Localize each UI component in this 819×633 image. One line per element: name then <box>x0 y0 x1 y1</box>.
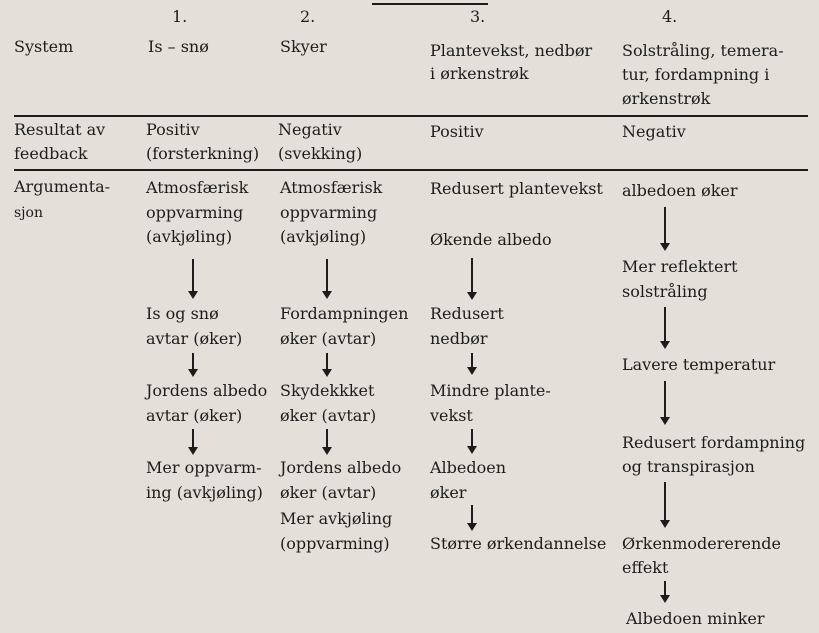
system-col4-line2: tur, fordampning i <box>622 65 770 84</box>
arg-col3-step5-line1: Albedoen <box>430 458 507 477</box>
system-col2: Skyer <box>280 37 327 56</box>
system-col3-line2: i ørkenstrøk <box>430 64 529 83</box>
arg-col2-step3-line2: øker (avtar) <box>280 406 377 425</box>
arg-col3-step4-line1: Mindre plante- <box>430 381 551 400</box>
col-number-4: 4. <box>662 7 678 26</box>
arg-col2-step1-line3: (avkjøling) <box>280 227 367 246</box>
arg-col3-step3-line2: nedbør <box>430 329 488 348</box>
col-number-2: 2. <box>300 7 316 26</box>
arrow-down-icon <box>658 381 672 425</box>
arg-col4-step1: albedoen øker <box>622 181 738 200</box>
arg-col3-step6: Større ørkendannelse <box>430 534 607 553</box>
system-col4-line1: Solstråling, temera- <box>622 41 784 60</box>
arrow-down-icon <box>658 581 672 603</box>
arg-col1-step4-line2: ing (avkjøling) <box>146 483 263 502</box>
system-col4-line3: ørkenstrøk <box>622 89 711 108</box>
arg-col1-step2-line2: avtar (øker) <box>146 329 243 348</box>
arrow-down-icon <box>186 259 200 299</box>
arg-col3-step4-line2: vekst <box>430 406 473 425</box>
arrow-down-icon <box>186 429 200 455</box>
arg-col2-step4-line4: (oppvarming) <box>280 534 390 553</box>
result-col1-line2: (forsterkning) <box>146 144 260 163</box>
arrow-down-icon <box>658 207 672 251</box>
result-col3: Positiv <box>430 122 484 141</box>
arrow-down-icon <box>465 353 479 375</box>
row-label-argument-line2: sjon <box>14 205 43 221</box>
arg-col1-step3-line1: Jordens albedo <box>146 381 268 400</box>
arg-col3-step2: Økende albedo <box>430 230 552 249</box>
system-col3-line1: Plantevekst, nedbør <box>430 41 593 60</box>
arg-col3-step5-line2: øker <box>430 483 467 502</box>
arrow-down-icon <box>465 505 479 531</box>
arg-col4-step2-line2: solstråling <box>622 282 708 301</box>
rule-after-result <box>14 169 808 171</box>
row-label-result-line1: Resultat av <box>14 120 106 139</box>
arg-col4-step4-line1: Redusert fordampning <box>622 433 806 452</box>
arg-col3-step3-line1: Redusert <box>430 304 504 323</box>
arg-col1-step3-line2: avtar (øker) <box>146 406 243 425</box>
arg-col4-step6: Albedoen minker <box>626 609 765 628</box>
arg-col2-step2-line2: øker (avtar) <box>280 329 377 348</box>
arrow-down-icon <box>320 353 334 377</box>
arg-col4-step2-line1: Mer reflektert <box>622 257 738 276</box>
top-rule <box>372 3 488 5</box>
row-label-result-line2: feedback <box>14 144 88 163</box>
col-number-3: 3. <box>470 7 486 26</box>
arg-col2-step1-line1: Atmosfærisk <box>280 178 383 197</box>
arg-col4-step5-line1: Ørkenmodererende <box>622 534 781 553</box>
arg-col1-step1-line2: oppvarming <box>146 203 244 222</box>
arg-col1-step1-line3: (avkjøling) <box>146 227 233 246</box>
col-number-1: 1. <box>172 7 188 26</box>
arg-col1-step2-line1: Is og snø <box>146 304 219 323</box>
arg-col4-step5-line2: effekt <box>622 558 669 577</box>
arrow-down-icon <box>465 258 479 300</box>
arg-col2-step4-line3: Mer avkjøling <box>280 509 393 528</box>
arrow-down-icon <box>465 429 479 454</box>
arrow-down-icon <box>658 482 672 528</box>
arg-col1-step1-line1: Atmosfærisk <box>146 178 249 197</box>
result-col2-line2: (svekking) <box>278 144 363 163</box>
row-label-system: System <box>14 37 74 56</box>
arg-col2-step4-line1: Jordens albedo <box>280 458 402 477</box>
result-col2-line1: Negativ <box>278 120 342 139</box>
system-col1: Is – snø <box>148 37 209 56</box>
result-col1-line1: Positiv <box>146 120 200 139</box>
rule-after-system <box>14 115 808 117</box>
row-label-argument-line1: Argumenta- <box>14 177 111 196</box>
arrow-down-icon <box>658 307 672 349</box>
arg-col4-step3: Lavere temperatur <box>622 355 776 374</box>
arrow-down-icon <box>186 353 200 377</box>
result-col4: Negativ <box>622 122 686 141</box>
arg-col2-step4-line2: øker (avtar) <box>280 483 377 502</box>
arg-col2-step2-line1: Fordampningen <box>280 304 409 323</box>
arg-col3-step1: Redusert plantevekst <box>430 179 603 198</box>
arg-col1-step4-line1: Mer oppvarm- <box>146 458 262 477</box>
arrow-down-icon <box>320 429 334 455</box>
arg-col4-step4-line2: og transpirasjon <box>622 457 755 476</box>
arg-col2-step1-line2: oppvarming <box>280 203 378 222</box>
arg-col2-step3-line1: Skydekkket <box>280 381 375 400</box>
arrow-down-icon <box>320 259 334 299</box>
